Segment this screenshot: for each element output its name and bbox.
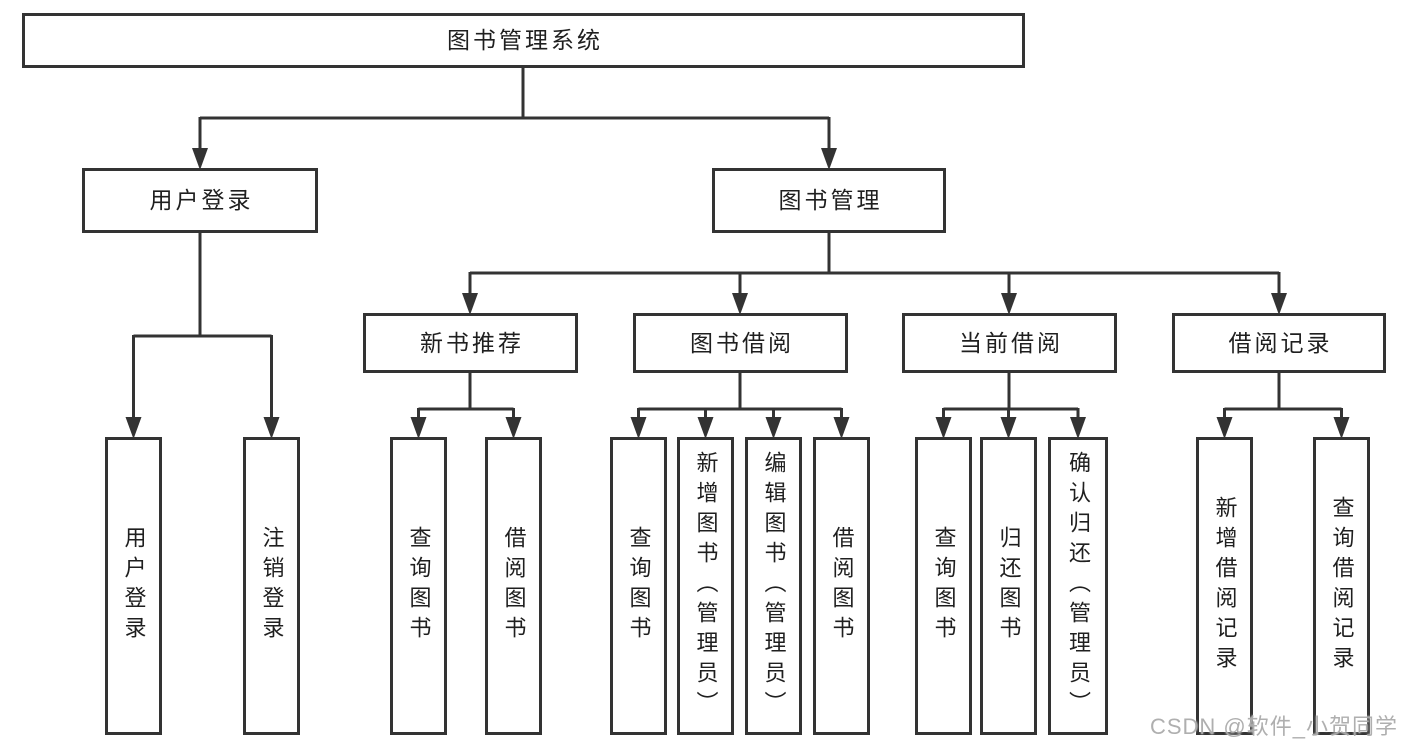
node-root-system: 图书管理系统 — [22, 13, 1025, 68]
leaf-user-login: 用户登录 — [105, 437, 162, 735]
leaf-logout: 注销登录 — [243, 437, 300, 735]
arrowheads — [125, 148, 1350, 439]
node-book-management: 图书管理 — [712, 168, 946, 233]
leaf-query-books-current: 查询图书 — [915, 437, 972, 735]
node-new-book-recommend: 新书推荐 — [363, 313, 578, 373]
node-user-login: 用户登录 — [82, 168, 318, 233]
node-current-borrowing: 当前借阅 — [902, 313, 1117, 373]
leaf-add-books-admin: 新增图书（管理员） — [677, 437, 734, 735]
leaf-borrow-books-recommend: 借阅图书 — [485, 437, 542, 735]
leaf-borrow-books-borrowing: 借阅图书 — [813, 437, 870, 735]
leaf-query-books-recommend: 查询图书 — [390, 437, 447, 735]
leaf-query-books-borrowing: 查询图书 — [610, 437, 667, 735]
leaf-edit-books-admin: 编辑图书（管理员） — [745, 437, 802, 735]
csdn-watermark: CSDN @软件_小贺同学 — [1149, 714, 1398, 739]
node-borrow-records: 借阅记录 — [1172, 313, 1386, 373]
leaf-query-borrow-record: 查询借阅记录 — [1313, 437, 1370, 735]
connector-paths — [132, 68, 1343, 422]
leaf-confirm-return-admin: 确认归还（管理员） — [1048, 437, 1108, 735]
node-book-borrowing: 图书借阅 — [633, 313, 848, 373]
leaf-add-borrow-record: 新增借阅记录 — [1196, 437, 1253, 735]
leaf-return-books: 归还图书 — [980, 437, 1037, 735]
